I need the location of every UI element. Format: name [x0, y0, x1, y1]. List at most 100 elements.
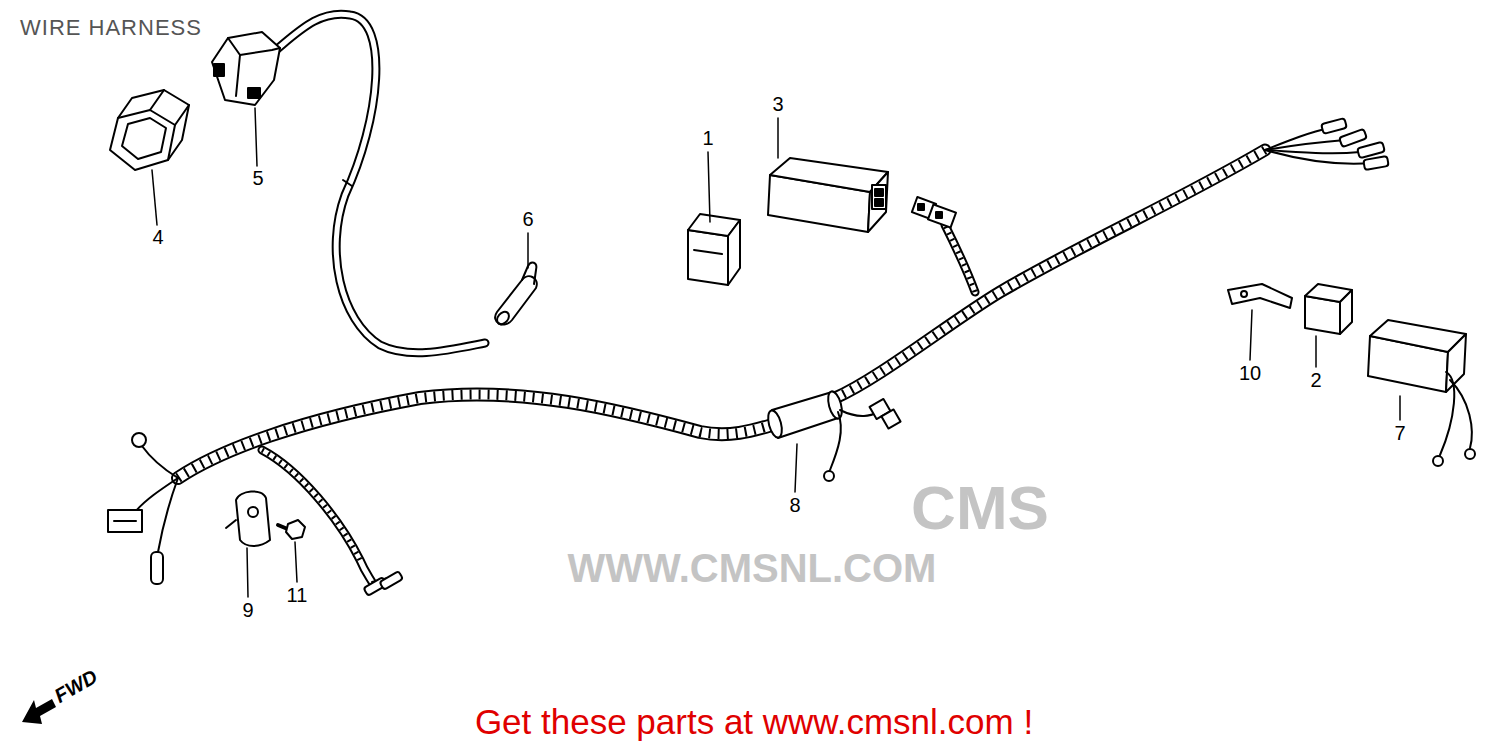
wire-harness	[936, 212, 942, 218]
leader-line	[527, 233, 529, 268]
wire-harness	[830, 412, 841, 470]
plug-cap	[495, 309, 512, 326]
callout-number: 9	[242, 599, 253, 621]
leader-line	[1399, 396, 1401, 420]
wire-harness	[881, 409, 900, 428]
hex-cap	[118, 90, 189, 160]
wire-harness	[1357, 142, 1385, 158]
wire-harness	[835, 150, 1265, 398]
wire-harness	[108, 510, 142, 532]
callout-number: 3	[772, 93, 783, 115]
bracket	[226, 520, 236, 528]
wire-harness	[178, 394, 772, 478]
leader-line	[777, 118, 779, 158]
regulator	[1446, 334, 1466, 392]
rubber-mount	[1340, 290, 1352, 334]
wire-harness	[835, 150, 1265, 398]
wire-harness	[178, 394, 772, 478]
wire-harness	[1339, 129, 1367, 147]
cdi-unit	[872, 185, 886, 209]
stay-bracket	[1228, 284, 1292, 308]
wire-harness	[158, 478, 178, 552]
leader-line	[708, 152, 710, 222]
wire-harness	[1265, 128, 1330, 150]
direction-label: FWD	[51, 665, 101, 707]
regulator	[1465, 449, 1475, 459]
bracket	[248, 507, 258, 517]
wire-harness	[379, 571, 403, 590]
regulator	[1450, 380, 1472, 448]
wire-harness	[142, 446, 178, 478]
wire-harness	[945, 225, 975, 292]
ignition-coil	[236, 55, 240, 96]
bracket	[236, 491, 270, 546]
regulator	[1368, 320, 1475, 466]
callout-number: 4	[152, 226, 163, 248]
wire-harness	[1321, 118, 1347, 134]
wire-harness	[945, 225, 975, 292]
ignition-coil	[343, 180, 352, 186]
rubber-mount	[1305, 284, 1352, 334]
watermark-logo: CMS	[911, 474, 1049, 542]
forward-arrow	[22, 699, 56, 724]
ignition-coil	[248, 88, 260, 98]
wire-harness	[1265, 150, 1360, 153]
hex-cap	[122, 118, 166, 159]
plug-cap	[522, 263, 536, 284]
wire-harness	[766, 409, 785, 439]
ignition-coil	[276, 14, 485, 353]
wire-harness	[945, 225, 975, 292]
leader-line	[255, 108, 257, 166]
wire-harness	[826, 390, 845, 420]
hex-cap	[175, 105, 189, 125]
leader-line	[295, 542, 297, 582]
wire-harness	[108, 118, 1389, 596]
wire-harness	[114, 520, 136, 522]
diagram-title: WIRE HARNESS	[20, 16, 202, 40]
hex-cap	[110, 110, 175, 170]
wire-harness	[178, 394, 772, 478]
callout-number: 10	[1239, 362, 1261, 384]
ignition-coil	[212, 32, 280, 105]
watermark: WWW.CMSNL.COM	[568, 546, 937, 590]
relay-box	[728, 220, 740, 285]
wire-harness	[1265, 150, 1372, 164]
wire-harness	[835, 150, 1265, 398]
wire-harness	[824, 471, 834, 481]
ignition-coil	[212, 14, 485, 353]
callout-number: 2	[1310, 369, 1321, 391]
cdi-unit	[768, 158, 888, 232]
ignition-coil	[276, 14, 485, 353]
wire-harness	[1265, 140, 1345, 150]
bracket	[226, 491, 270, 546]
leader-line	[152, 108, 1400, 597]
ignition-coil	[214, 64, 224, 76]
wire-harness	[132, 433, 146, 447]
wire-harness	[151, 552, 163, 584]
callout-number: 11	[287, 584, 308, 606]
stay-bracket	[1228, 284, 1292, 308]
callout-number: 1	[702, 127, 713, 149]
leader-line	[247, 548, 248, 597]
regulator	[1440, 372, 1454, 455]
stay-bracket	[1241, 291, 1247, 297]
hex-cap	[110, 90, 189, 170]
caption: Get these parts at www.cmsnl.com !	[475, 703, 1033, 742]
regulator	[1433, 456, 1443, 466]
cdi-unit	[868, 172, 888, 232]
bolt	[286, 520, 305, 539]
hex-cap	[150, 90, 164, 110]
wire-harness	[928, 204, 956, 227]
cdi-unit	[770, 158, 888, 192]
wire-harness	[918, 204, 924, 210]
callout-number: 6	[522, 208, 533, 230]
ignition-coil	[228, 38, 280, 55]
callout-number: 8	[789, 494, 800, 516]
cdi-unit	[875, 199, 883, 206]
cdi-unit	[875, 189, 883, 196]
plug-cap	[495, 263, 537, 327]
wire-harness	[262, 450, 360, 560]
callout-number: 5	[252, 167, 263, 189]
